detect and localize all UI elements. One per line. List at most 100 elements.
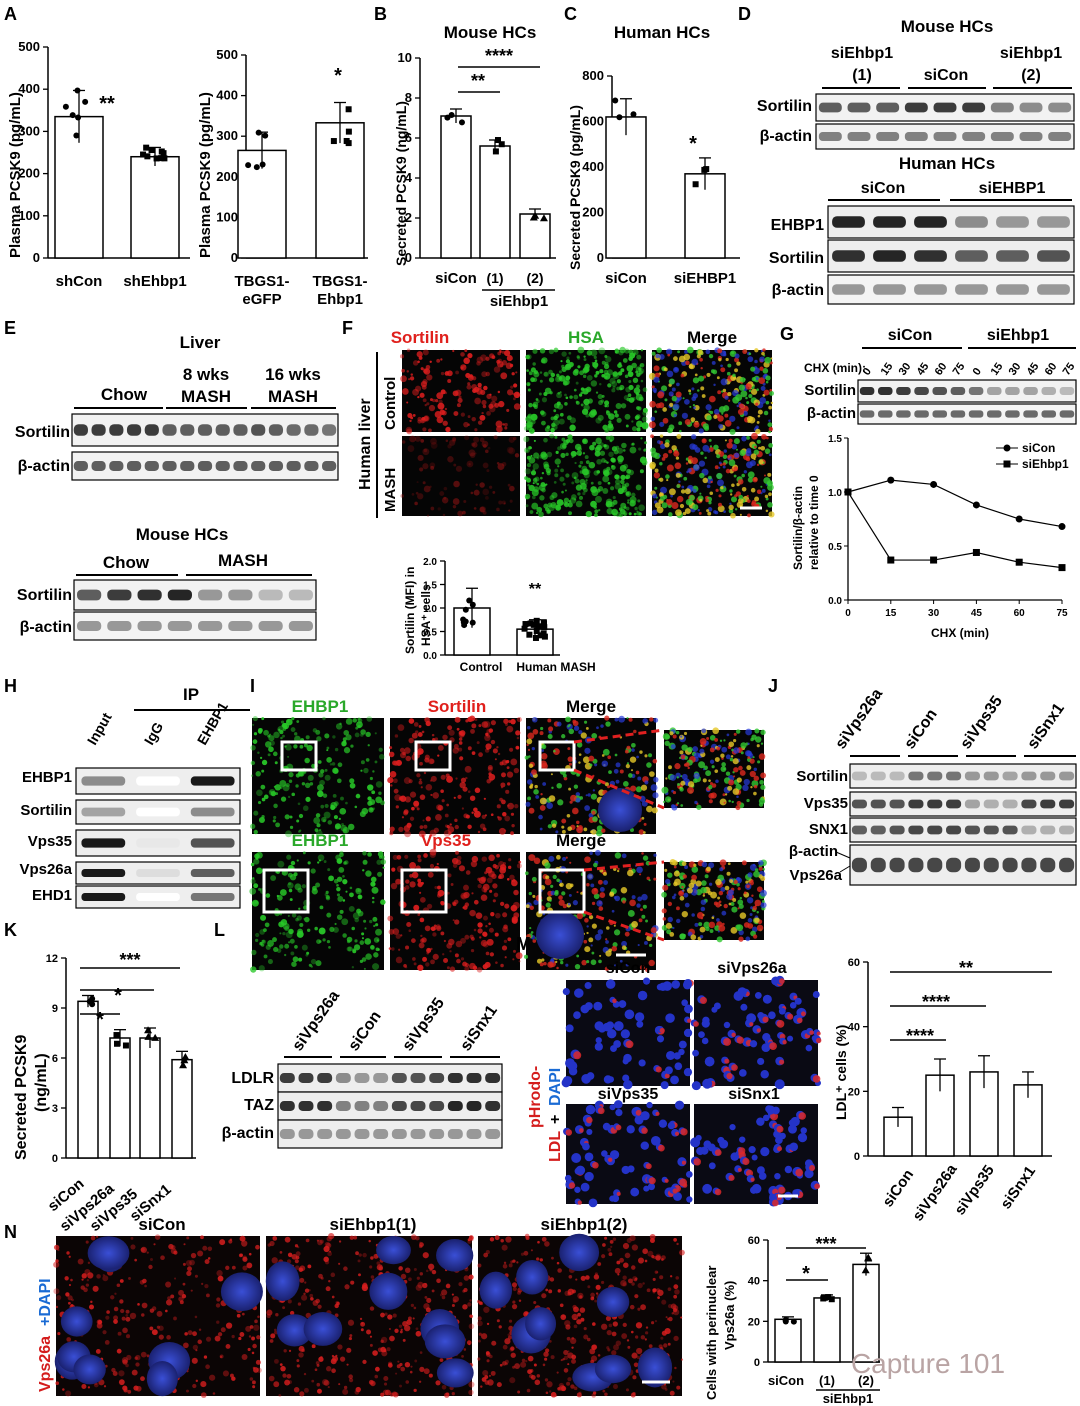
i-r1-img-ehbp1-dot-29 — [263, 729, 269, 736]
j-lane-sivps35: siVps35 — [957, 693, 1006, 752]
m-img-sicon-ldl-5 — [625, 1040, 634, 1049]
i-r1-img-merge-dot-154 — [596, 726, 599, 730]
k-sig1: *** — [119, 950, 140, 970]
f-img-ctrl-hsa-dot-224 — [615, 350, 620, 355]
f-img-mash-merge-dot-209 — [728, 504, 734, 511]
n-img-siehbp1-2-dot-57 — [511, 1304, 518, 1310]
i-r2-img-zoom-dot-196 — [718, 924, 726, 932]
f-img-ctrl-merge-dot-257 — [738, 384, 746, 391]
i-r2-img-ehbp1-dot-209 — [373, 937, 380, 943]
f-img-mash-merge-dot-256 — [705, 498, 710, 503]
i-r2-img-ehbp1-dot-193 — [287, 882, 294, 889]
f-img-ctrl-sortilin-dot-0 — [399, 354, 405, 359]
f-img-mash-merge-dot-167 — [691, 434, 697, 440]
m-img-sicon-cell-7 — [665, 1013, 675, 1023]
i-r2-img-vps35-dot-40 — [464, 934, 470, 940]
i-r2-img-merge-dot-140 — [545, 902, 551, 908]
i-r2-img-vps35-dot-211 — [409, 881, 416, 888]
f-img-ctrl-sortilin-dot-43 — [501, 350, 505, 354]
i-r1-img-ehbp1-dot-6 — [280, 720, 285, 724]
f-img-ctrl-hsa-dot-106 — [564, 402, 568, 406]
n-img-sicon-dot-101 — [106, 1310, 110, 1314]
i-r1-img-ehbp1-dot-133 — [279, 779, 287, 787]
n-img-siehbp1-1-dot-288 — [429, 1268, 433, 1272]
m-img-sicon-cell-55 — [656, 983, 664, 991]
i-r2-img-merge-dot-27 — [591, 951, 595, 955]
i-r1-img-ehbp1-dot-205 — [312, 728, 318, 733]
m-img-sivps26a-cell-31 — [812, 991, 820, 998]
h-row3-band-0 — [81, 869, 126, 877]
i-r1-img-merge-dot-120 — [578, 753, 582, 756]
m-img-sivps26a-ldl-55 — [726, 1072, 733, 1080]
i-r2-img-ehbp1-dot-132 — [250, 878, 256, 884]
f-img-ctrl-merge-dot-84 — [653, 365, 660, 372]
d-row-bactin-h: β-actin — [772, 282, 824, 299]
n-img-siehbp1-1-dot-145 — [372, 1350, 378, 1356]
n-img-sicon-dot-250 — [216, 1297, 221, 1302]
i-r2-img-zoom-dot-34 — [667, 872, 673, 878]
i-r2-img-ehbp1-dot-100 — [261, 939, 265, 944]
f-img-mash-merge-dot-127 — [657, 440, 661, 444]
m-img-sivps35-ldl-12 — [577, 1200, 582, 1205]
f-img-mash-merge-dot-216 — [716, 472, 723, 480]
n-img-sicon-dot-35 — [173, 1316, 177, 1321]
f-img-ctrl-merge-dot-168 — [713, 414, 718, 419]
b-pt-2-1 — [529, 213, 538, 221]
f-img-mash-merge-dot-251 — [716, 454, 721, 459]
f-img-mash-sortilin-dot-17 — [449, 439, 456, 446]
n-img-siehbp1-1-dot-62 — [342, 1388, 349, 1395]
i-r1-img-zoom-dot-165 — [694, 800, 698, 805]
i-r2-img-vps35-dot-144 — [432, 953, 439, 960]
i-r1-img-zoom-dot-95 — [742, 784, 749, 791]
i-r2-img-merge-dot-130 — [617, 867, 620, 871]
f-img-ctrl-sortilin-dot-27 — [466, 384, 472, 390]
n-img-sicon-dot-201 — [246, 1262, 253, 1269]
i-r1-img-merge-dot-164 — [553, 749, 556, 753]
n-img-siehbp1-1-dot-160 — [424, 1295, 428, 1299]
n-img-siehbp1-1-dot-299 — [399, 1384, 402, 1388]
i-r2-img-merge-dot-193 — [555, 960, 558, 964]
f-img-ctrl-merge-dot-32 — [756, 420, 760, 424]
f-img-mash-hsa-dot-65 — [582, 452, 586, 455]
m-img-sisnx1-ldl-58 — [772, 1199, 779, 1207]
i-r2-img-zoom-dot-133 — [746, 884, 750, 889]
f-img-mash-sortilin-dot-76 — [503, 502, 506, 505]
i-r1-img-ehbp1-dot-144 — [287, 755, 290, 758]
f-img-mash-hsa-dot-56 — [573, 476, 577, 480]
n-img-sicon-dot-42 — [165, 1309, 168, 1313]
n-img-sicon-dot-199 — [200, 1235, 204, 1240]
f-img-mash-merge-dot-164 — [761, 433, 767, 440]
i-r1-img-sortilin-dot-197 — [476, 741, 480, 745]
i-r2-img-merge-dot-147 — [523, 954, 529, 959]
n-img-sicon-dot-218 — [242, 1256, 248, 1262]
i-r1-img-ehbp1-dot-120 — [255, 771, 261, 777]
i-r1-img-sortilin-dot-184 — [465, 719, 469, 723]
i-r1-img-sortilin-dot-150 — [390, 784, 393, 787]
l-row1-band-9 — [447, 1100, 463, 1112]
m-img-sivps26a-ldl-42 — [723, 1037, 732, 1046]
a-sig-left: ** — [99, 93, 115, 115]
f-img-mash-merge-dot-213 — [694, 447, 701, 453]
f-img-ctrl-merge-dot-224 — [689, 405, 692, 408]
h-row2-band-2 — [190, 838, 235, 848]
m-img-sicon-ldl-61 — [612, 998, 617, 1004]
i-r1-img-sortilin-dot-47 — [448, 729, 455, 736]
h-row0-band-2 — [190, 776, 235, 786]
f-img-mash-merge-dot-253 — [737, 478, 744, 485]
f-img-mash-sortilin-dot-47 — [430, 437, 437, 445]
i-r2-img-ehbp1-dot-104 — [261, 939, 267, 944]
i-r2-img-vps35-dot-218 — [480, 876, 487, 882]
f-img-mash-hsa-dot-253 — [615, 474, 621, 480]
i-r2-img-ehbp1-dot-140 — [355, 887, 362, 895]
i-r2-img-ehbp1-dot-178 — [351, 926, 355, 931]
f-img-ctrl-merge-dot-164 — [711, 360, 716, 365]
n-img-siehbp1-2-dot-175 — [566, 1381, 571, 1386]
f-img-ctrl-merge-dot-86 — [760, 385, 766, 391]
i-r1-img-ehbp1-dot-130 — [273, 785, 276, 788]
j-row0-band-3 — [908, 771, 924, 781]
f-img-mash-merge-dot-86 — [651, 509, 658, 516]
i-r1-img-ehbp1-dot-180 — [291, 717, 295, 721]
i-r2-img-vps35-dot-123 — [512, 949, 516, 953]
n-img-sicon-dot-299 — [160, 1255, 165, 1261]
n-img-siehbp1-2-dot-254 — [640, 1304, 646, 1311]
